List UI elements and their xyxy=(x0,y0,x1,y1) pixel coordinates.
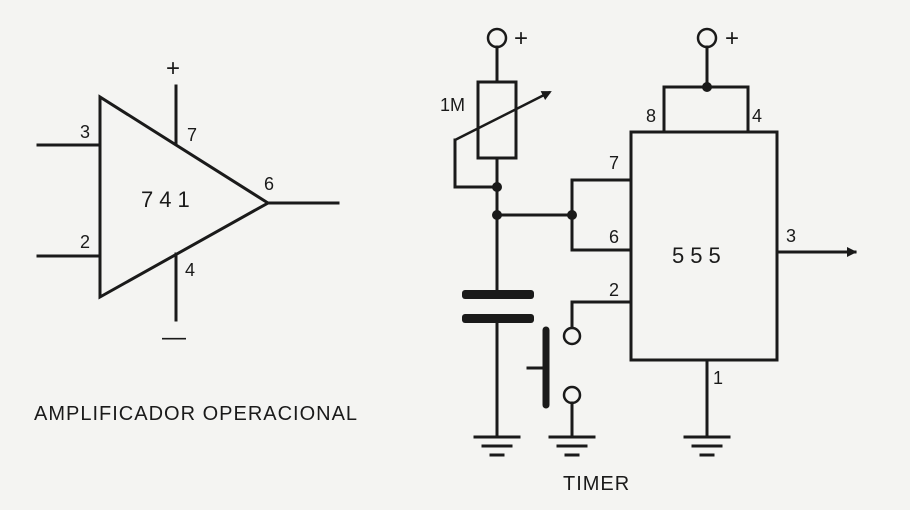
left-supply-plus-sign: + xyxy=(514,25,528,52)
opamp-741-diagram: + — 3 2 7 6 4 741 AMPLIFICADOR OPERACION… xyxy=(34,55,358,425)
ground-symbol-switch xyxy=(548,435,596,457)
timer-pin-2-label: 2 xyxy=(609,280,619,300)
timer-pin-3-label: 3 xyxy=(786,226,796,246)
junction-dot xyxy=(492,182,502,192)
opamp-pin-6-label: 6 xyxy=(264,174,274,194)
timer-pin-1-label: 1 xyxy=(713,368,723,388)
timer-555-diagram: + 1M xyxy=(440,25,857,495)
opamp-plus-sign: + xyxy=(166,55,180,82)
opamp-caption: AMPLIFICADOR OPERACIONAL xyxy=(34,403,358,425)
capacitor-plate-top xyxy=(462,290,534,299)
timer-pin-8-label: 8 xyxy=(646,106,656,126)
left-supply-terminal xyxy=(486,27,508,49)
right-supply-plus-sign: + xyxy=(725,25,739,52)
pushbutton-contact-bottom xyxy=(562,385,582,405)
opamp-pin-3-label: 3 xyxy=(80,122,90,142)
capacitor-plate-bottom xyxy=(462,314,534,323)
timer-chip-label: 555 xyxy=(672,243,727,268)
timer-pin-7-label: 7 xyxy=(609,153,619,173)
opamp-pin-2-label: 2 xyxy=(80,232,90,252)
right-supply-terminal xyxy=(696,27,718,49)
ground-symbol-capacitor xyxy=(473,435,521,457)
timer-caption: TIMER xyxy=(563,473,630,495)
timer-pin-6-label: 6 xyxy=(609,227,619,247)
opamp-pin-4-label: 4 xyxy=(185,260,195,280)
timer-chip-body xyxy=(629,130,779,362)
resistor-label: 1M xyxy=(440,95,465,115)
opamp-chip-label: 741 xyxy=(141,187,196,212)
pushbutton-contact-top xyxy=(562,326,582,346)
ground-symbol-timer xyxy=(683,435,731,457)
timer-pin-4-label: 4 xyxy=(752,106,762,126)
opamp-minus-sign: — xyxy=(162,324,186,351)
opamp-triangle xyxy=(98,94,271,300)
variable-resistor-arrow xyxy=(454,90,552,142)
opamp-pin-7-label: 7 xyxy=(187,125,197,145)
